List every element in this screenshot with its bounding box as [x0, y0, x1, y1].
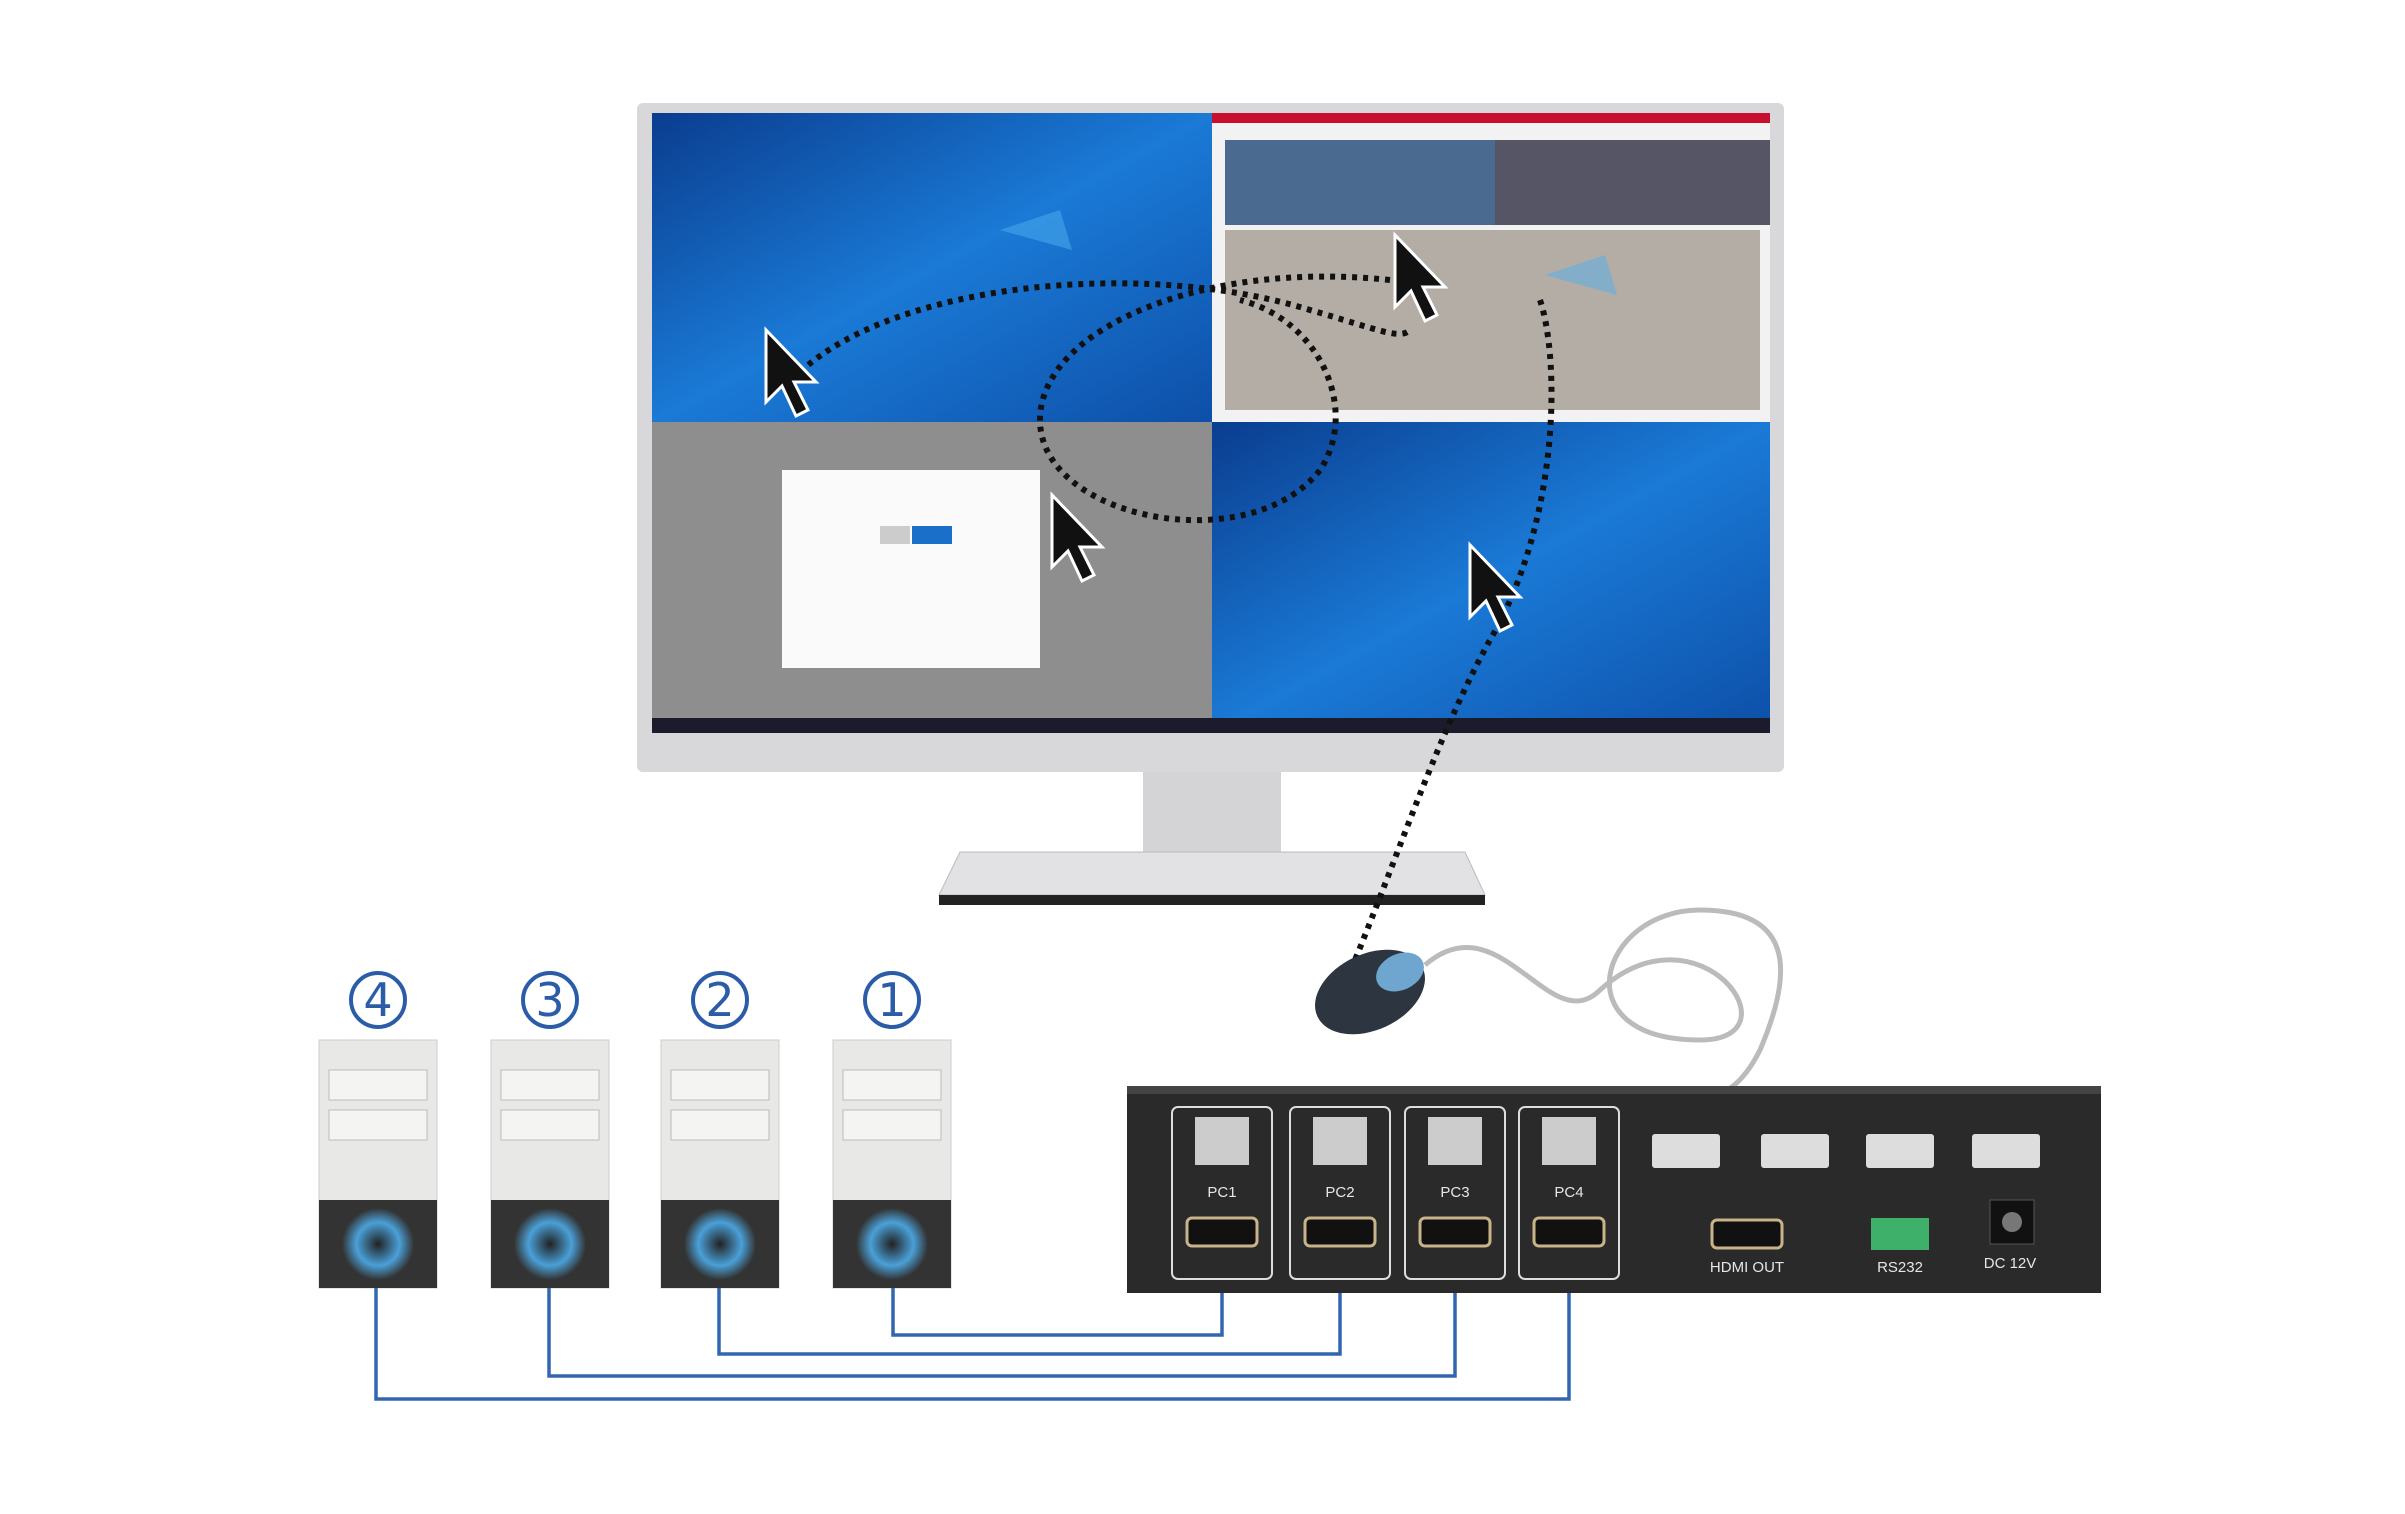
pc-number: 1 — [877, 973, 906, 1027]
cursor-icon — [764, 231, 1524, 634]
usb-icon — [1866, 1134, 1934, 1168]
port-label: PC3 — [1440, 1184, 1469, 1201]
port-label: PC1 — [1207, 1184, 1236, 1201]
port-group-pc4: PC4 — [1518, 1106, 1620, 1280]
keyboard-icon — [1761, 1134, 1829, 1168]
pc-tower-3: 3 — [490, 971, 610, 1289]
mouse-icon — [1652, 1134, 1720, 1168]
pc-number: 4 — [363, 973, 392, 1027]
hdmi-out-label: HDMI OUT — [1710, 1259, 1784, 1276]
port-label: PC4 — [1554, 1184, 1583, 1201]
cursor-path — [797, 280, 1413, 375]
rs232-label: RS232 — [1877, 1259, 1923, 1276]
pc-tower-4: 4 — [318, 971, 438, 1289]
port-group-pc2: PC2 — [1289, 1106, 1391, 1280]
usb-ports — [1652, 1134, 2040, 1168]
cursor-path — [1352, 299, 1555, 962]
kvm-switch: PC1 PC2 PC3 PC4 HDMI OUT RS232 DC 12V — [1127, 1086, 2101, 1293]
cursor-path — [1036, 273, 1391, 524]
dc-label: DC 12V — [1984, 1255, 2037, 1272]
rs232-port — [1871, 1218, 1929, 1250]
port-group-pc1: PC1 — [1171, 1106, 1273, 1280]
port-label: PC2 — [1325, 1184, 1354, 1201]
monitor — [637, 103, 1784, 905]
pc-tower-2: 2 — [660, 971, 780, 1289]
usb-icon — [1972, 1134, 2040, 1168]
pc-number: 3 — [535, 973, 564, 1027]
pc-number: 2 — [705, 973, 734, 1027]
port-group-pc3: PC3 — [1404, 1106, 1506, 1280]
pc-towers: 4 3 2 1 — [318, 971, 952, 1289]
cables — [374, 1280, 1571, 1401]
screen-pc1 — [652, 113, 1212, 422]
hdmi-out-port — [1710, 1218, 1784, 1250]
pc-tower-1: 1 — [832, 971, 952, 1289]
